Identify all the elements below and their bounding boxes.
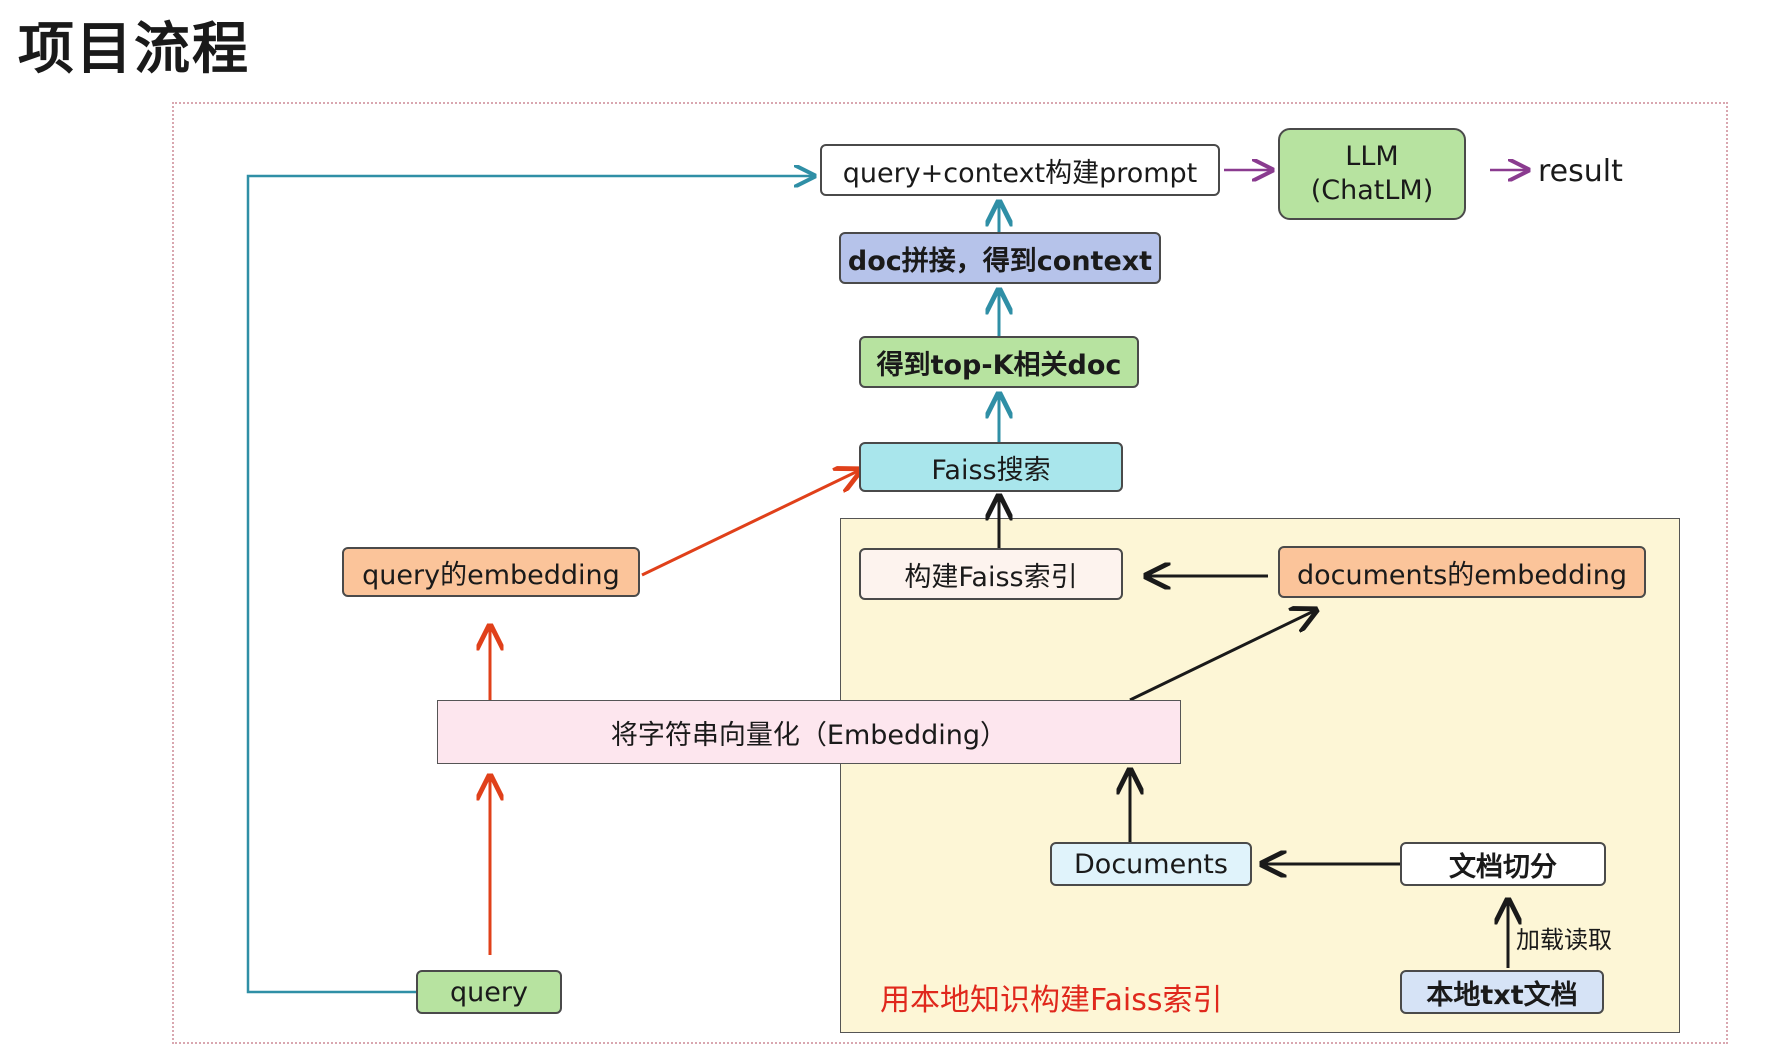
node-build-prompt: query+context构建prompt [820, 144, 1220, 196]
diagram-frame [172, 102, 1728, 1044]
load-read-label: 加载读取 [1516, 926, 1612, 954]
node-build-faiss-index: 构建Faiss索引 [859, 548, 1123, 600]
node-query: query [416, 970, 562, 1014]
llm-model-label: (ChatLM) [1310, 175, 1434, 206]
local-region-label: 用本地知识构建Faiss索引 [880, 983, 1223, 1018]
node-llm: LLM (ChatLM) [1278, 128, 1466, 220]
node-local-txt: 本地txt文档 [1400, 970, 1604, 1014]
result-label: result [1538, 154, 1623, 189]
local-knowledge-region [840, 518, 1680, 1033]
arrow-query-emb-to-search [641, 470, 860, 577]
node-string-vectorize: 将字符串向量化（Embedding） [437, 700, 1181, 764]
node-faiss-search: Faiss搜索 [859, 442, 1123, 492]
node-doc-split: 文档切分 [1400, 842, 1606, 886]
node-doc-concat: doc拼接，得到context [839, 232, 1161, 284]
arrow-embedding-to-docs-emb [1129, 610, 1316, 702]
arrow-query-to-prompt [246, 176, 814, 994]
node-topk-docs: 得到top-K相关doc [859, 336, 1139, 388]
page-title: 项目流程 [18, 17, 250, 82]
node-documents: Documents [1050, 842, 1252, 886]
node-documents-embedding: documents的embedding [1278, 546, 1646, 598]
node-query-embedding: query的embedding [342, 547, 640, 597]
llm-label: LLM [1345, 141, 1399, 172]
